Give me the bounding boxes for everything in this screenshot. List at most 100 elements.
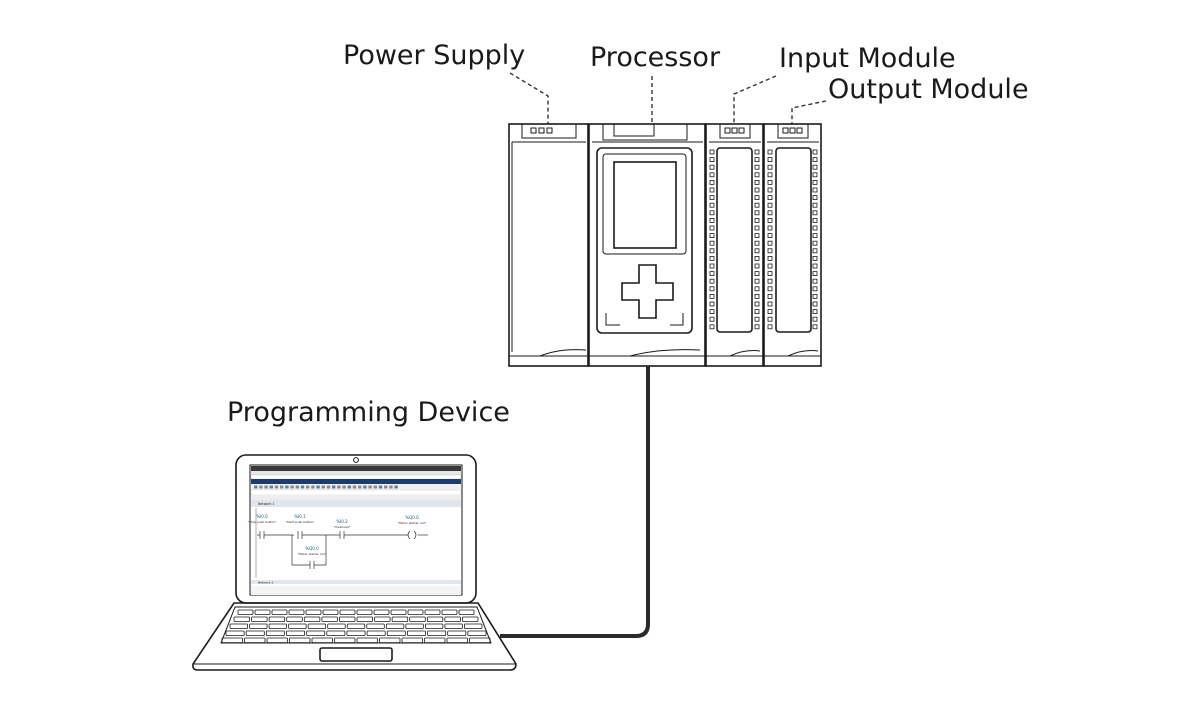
input-module bbox=[705, 123, 764, 367]
coil-address: %Q0.0 bbox=[405, 515, 419, 520]
terminal-column bbox=[812, 149, 818, 330]
keyboard-key bbox=[374, 616, 391, 622]
keyboard-key bbox=[303, 616, 321, 622]
power-supply-leader bbox=[509, 72, 549, 124]
keyboard-key bbox=[426, 616, 444, 622]
keyboard-key bbox=[407, 609, 424, 615]
keyboard-key bbox=[366, 630, 386, 636]
keyboard-key bbox=[254, 609, 271, 615]
keyboard-key bbox=[379, 637, 401, 643]
keyboard-key bbox=[266, 637, 288, 643]
keyboard-key bbox=[233, 616, 250, 622]
keyboard-key bbox=[288, 609, 305, 615]
contact-3-name: "Overload" bbox=[334, 525, 351, 529]
plc-software-screen: Network 1 bbox=[248, 466, 462, 595]
keyboard-key bbox=[441, 609, 458, 615]
keyboard-key bbox=[286, 616, 303, 622]
keyboard bbox=[221, 609, 491, 643]
programming-device-label: Programming Device bbox=[227, 397, 510, 428]
keyboard-key bbox=[286, 630, 306, 636]
seal-in-address: %Q0.0 bbox=[305, 546, 319, 551]
seal-in-name: "Motor starter coil" bbox=[298, 552, 327, 556]
keyboard-key bbox=[326, 630, 346, 636]
terminal-column bbox=[767, 149, 773, 330]
keyboard-key bbox=[469, 637, 491, 643]
contact-2-address: %I0.1 bbox=[294, 514, 306, 519]
keyboard-key bbox=[444, 616, 461, 622]
keyboard-key bbox=[406, 630, 426, 636]
terminal-column bbox=[709, 149, 715, 330]
keyboard-key bbox=[467, 630, 487, 636]
ladder-rung bbox=[257, 530, 428, 569]
keyboard-key bbox=[306, 630, 326, 636]
keyboard-key bbox=[356, 616, 373, 622]
keyboard-key bbox=[289, 637, 311, 643]
contact-3-address: %I0.2 bbox=[336, 519, 348, 524]
keyboard-key bbox=[249, 623, 268, 629]
communication-cable bbox=[500, 366, 650, 638]
laptop-base bbox=[192, 602, 517, 671]
keyboard-key bbox=[447, 630, 467, 636]
touchpad bbox=[319, 647, 393, 662]
keyboard-key bbox=[427, 630, 447, 636]
keyboard-key bbox=[385, 623, 405, 629]
contact-1-name: "Stop push button" bbox=[248, 520, 277, 524]
keyboard-key bbox=[366, 623, 385, 629]
contact-1-address: %I0.0 bbox=[256, 514, 268, 519]
keyboard-key bbox=[424, 609, 441, 615]
output-module-label: Output Module bbox=[828, 74, 1029, 105]
keyboard-key bbox=[288, 623, 307, 629]
keyboard-key bbox=[462, 616, 479, 622]
keyboard-key bbox=[271, 609, 288, 615]
keyboard-key bbox=[356, 637, 378, 643]
plc-rack bbox=[508, 123, 822, 367]
keyboard-key bbox=[334, 637, 356, 643]
keyboard-key bbox=[311, 637, 333, 643]
webcam bbox=[353, 457, 359, 463]
keyboard-key bbox=[346, 630, 366, 636]
keyboard-outline bbox=[220, 606, 492, 644]
keyboard-key bbox=[339, 609, 356, 615]
keyboard-key bbox=[444, 623, 463, 629]
output-module-leader bbox=[791, 100, 827, 124]
output-module bbox=[763, 123, 822, 367]
keyboard-key bbox=[464, 623, 483, 629]
keyboard-key bbox=[327, 623, 346, 629]
keyboard-key bbox=[237, 609, 254, 615]
keyboard-key bbox=[424, 637, 446, 643]
keyboard-key bbox=[305, 609, 322, 615]
processor-label: Processor bbox=[590, 42, 721, 73]
keyboard-key bbox=[321, 616, 338, 622]
keyboard-key bbox=[268, 623, 288, 629]
keyboard-key bbox=[346, 623, 366, 629]
keyboard-key bbox=[391, 616, 409, 622]
keyboard-key bbox=[322, 609, 339, 615]
keyboard-key bbox=[409, 616, 426, 622]
power-supply-label: Power Supply bbox=[343, 40, 526, 71]
keyboard-key bbox=[268, 616, 286, 622]
coil-name: "Motor starter coil" bbox=[398, 521, 427, 525]
laptop: Network 1 bbox=[192, 454, 517, 671]
keyboard-key bbox=[390, 609, 407, 615]
keyboard-key bbox=[221, 637, 243, 643]
processor-module bbox=[588, 123, 706, 367]
power-supply-module bbox=[508, 123, 589, 367]
keyboard-key bbox=[339, 616, 356, 622]
contact-2-name: "Start push button" bbox=[285, 520, 315, 524]
input-module-label: Input Module bbox=[779, 43, 956, 74]
keyboard-key bbox=[245, 630, 265, 636]
keyboard-key bbox=[386, 630, 406, 636]
network-2-label: Network 2 bbox=[258, 581, 273, 585]
keyboard-key bbox=[424, 623, 444, 629]
keyboard-key bbox=[446, 637, 468, 643]
keyboard-key bbox=[251, 616, 268, 622]
keyboard-key bbox=[225, 630, 245, 636]
keyboard-key bbox=[265, 630, 285, 636]
input-module-leader bbox=[733, 75, 777, 124]
toolbar bbox=[254, 485, 398, 489]
keyboard-key bbox=[458, 609, 475, 615]
network-1-label: Network 1 bbox=[258, 502, 274, 506]
keyboard-key bbox=[405, 623, 424, 629]
keyboard-key bbox=[356, 609, 373, 615]
